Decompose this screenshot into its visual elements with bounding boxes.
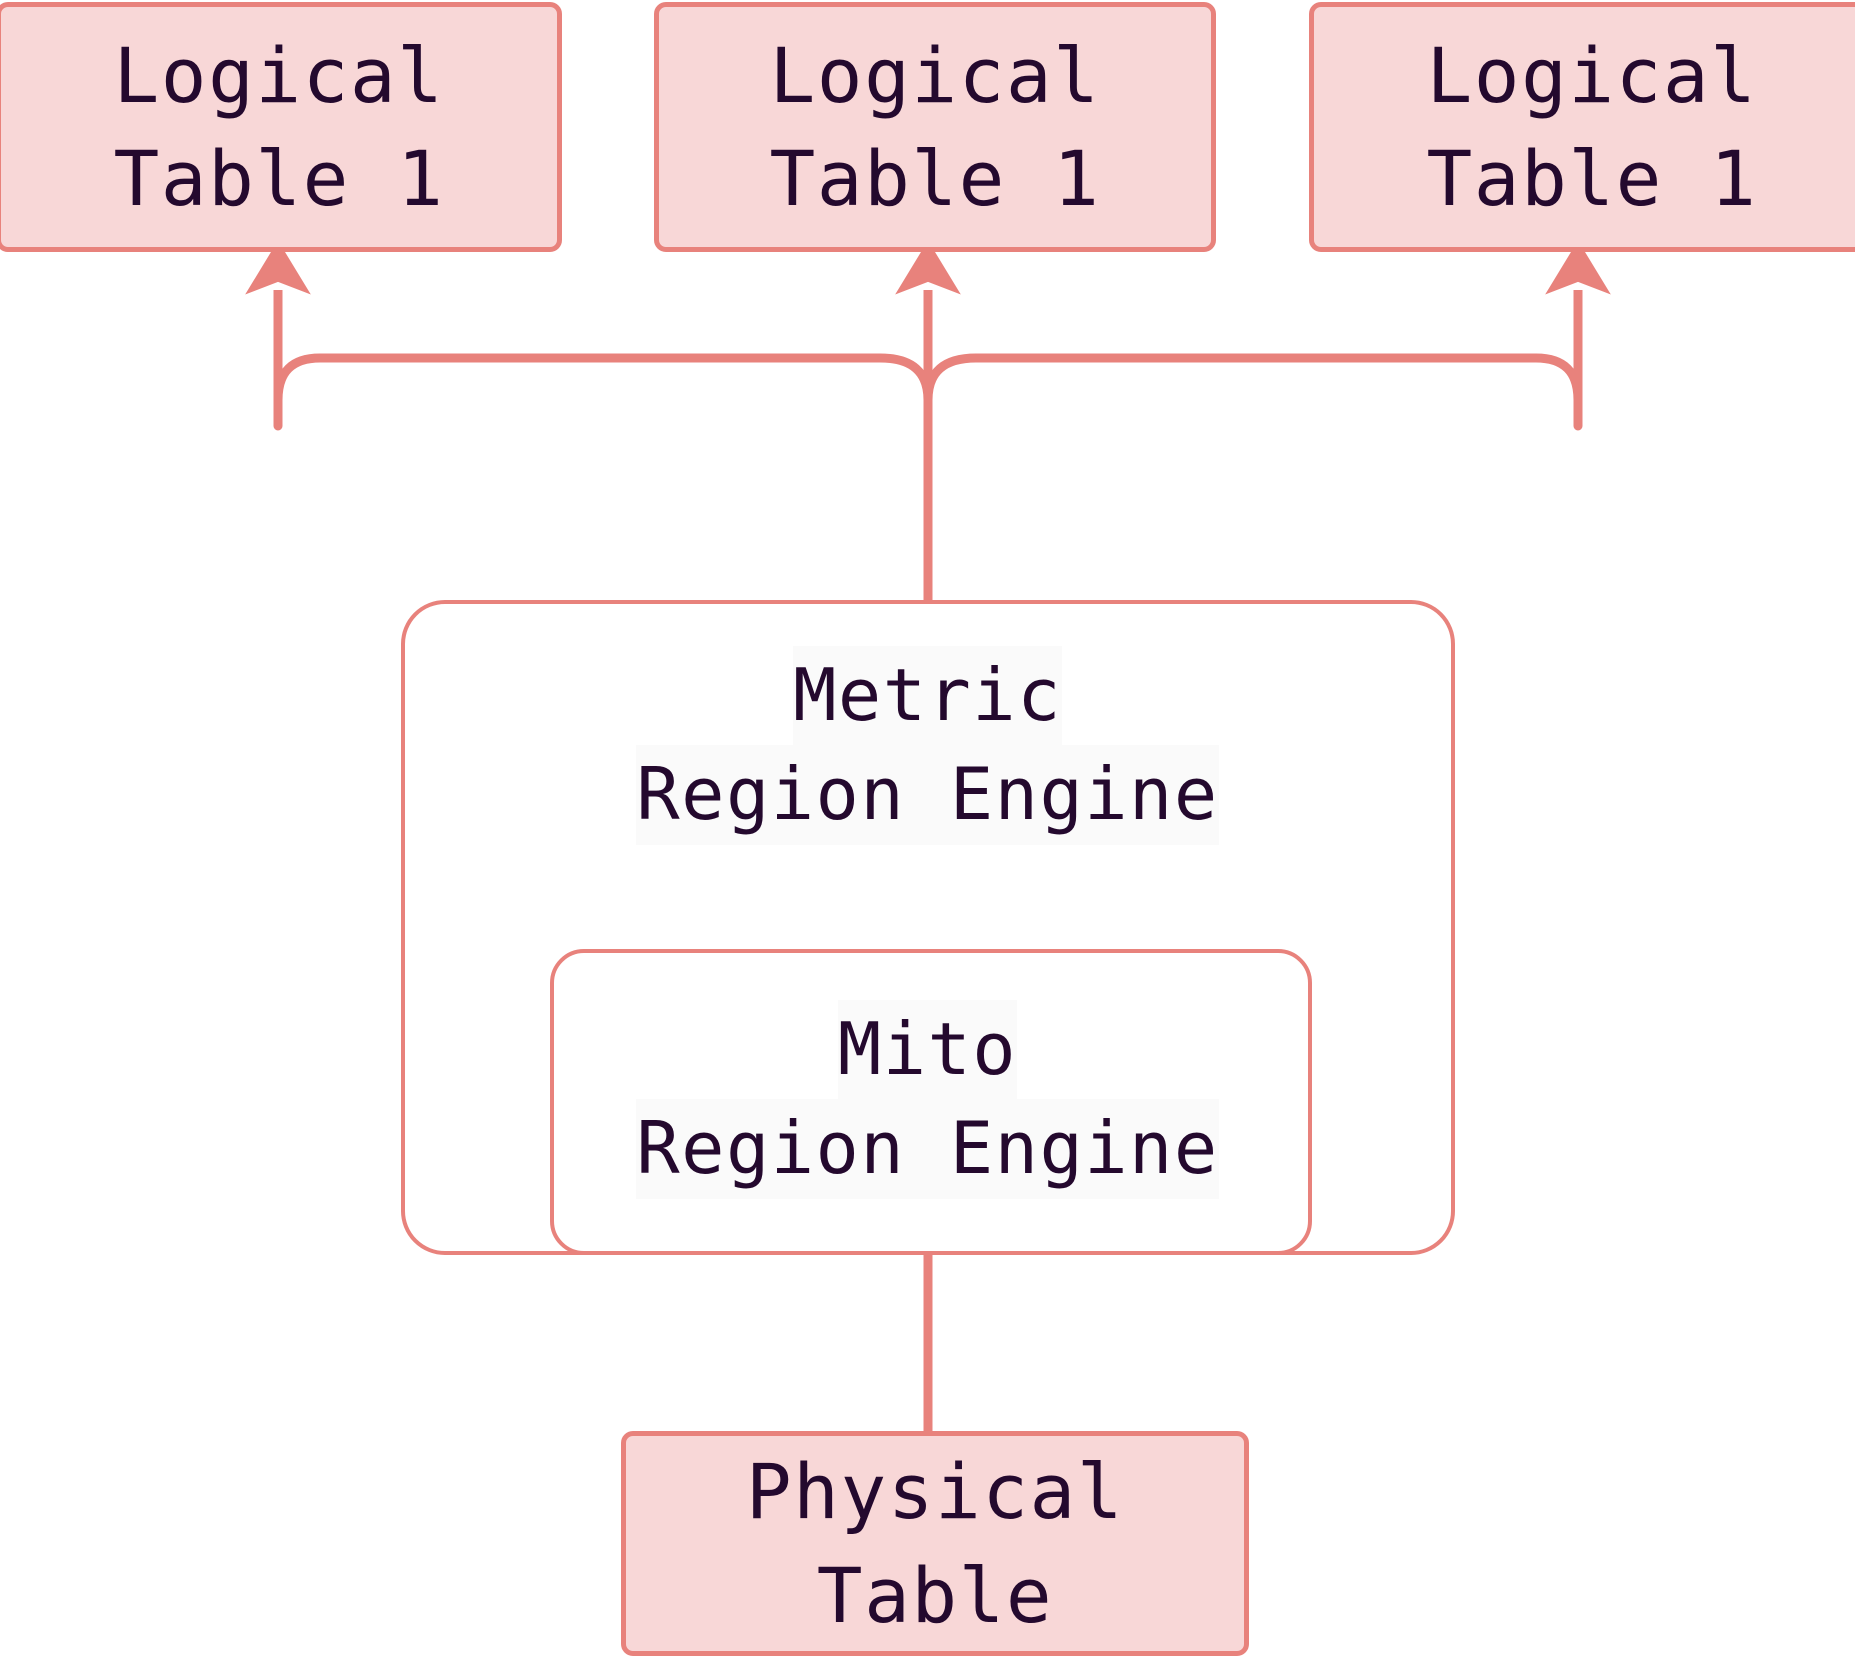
mito-region-engine-line-2: Region Engine: [636, 1099, 1219, 1199]
metric-region-engine-line-1: Metric: [793, 646, 1062, 746]
logical-table-1-node[interactable]: Logical Table 1: [0, 2, 562, 252]
edge-bus-left: [273, 353, 933, 431]
logical-table-3-line-1: Logical: [1426, 30, 1758, 120]
logical-table-1-line-1: Logical: [113, 30, 445, 120]
mito-region-engine-label: Mito Region Engine: [0, 1000, 1855, 1199]
metric-region-engine-label: Metric Region Engine: [0, 646, 1855, 845]
logical-table-3-line-2: Table 1: [1426, 134, 1758, 223]
edge-bus-right: [923, 353, 1583, 431]
logical-table-3-node[interactable]: Logical Table 1: [1309, 2, 1855, 252]
physical-table-node[interactable]: Physical Table: [621, 1431, 1249, 1656]
logical-table-2-node[interactable]: Logical Table 1: [654, 2, 1216, 252]
metric-region-engine-line-2: Region Engine: [636, 745, 1219, 845]
logical-table-1-line-2: Table 1: [113, 134, 445, 223]
logical-table-2-line-2: Table 1: [769, 134, 1101, 223]
logical-table-2-line-1: Logical: [769, 30, 1101, 120]
physical-table-line-1: Physical: [745, 1447, 1125, 1537]
physical-table-line-2: Table: [816, 1550, 1054, 1640]
mito-region-engine-line-1: Mito: [837, 1000, 1018, 1100]
